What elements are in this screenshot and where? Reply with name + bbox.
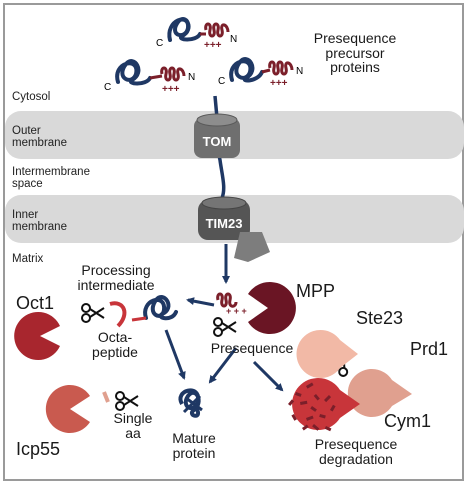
precursor-protein-2 [115, 59, 186, 86]
mature-protein [178, 388, 203, 418]
mpp-enzyme [248, 281, 296, 334]
presequence-degradation-label: Presequence degradation [314, 436, 398, 467]
prd1-label: Prd1 [410, 339, 449, 359]
single-aa-label: Single aa [113, 410, 153, 441]
c-terminus-label: C [104, 82, 111, 93]
icp55-enzyme [45, 385, 90, 434]
intermediate-protein [131, 295, 178, 322]
ste23-enzyme [296, 330, 358, 379]
ste23-label: Ste23 [356, 308, 404, 328]
processing-intermediate-label: Processing intermediate [77, 262, 155, 293]
precursor-protein-1 [167, 17, 230, 42]
n-terminus-label: N [296, 66, 303, 77]
arrow-to-degradation [252, 360, 284, 392]
c-terminus-label: C [156, 38, 163, 49]
inner-membrane-label: Inner membrane [12, 209, 67, 234]
octapeptide-label: Octa- peptide [92, 329, 138, 360]
tom-channel [194, 113, 240, 158]
figure-frame [3, 3, 464, 481]
intermembrane-space-label: Intermembrane space [12, 166, 90, 191]
charges-label: +++ [204, 40, 222, 51]
oct1-label: Oct1 [16, 293, 55, 313]
tim23-label: TIM23 [206, 216, 243, 231]
c-terminus-label: C [218, 76, 225, 87]
svg-text:+ + +: + + + [226, 306, 247, 316]
mature-protein-label: Mature protein [172, 430, 216, 461]
presequence-precursor-label: Presequence precursor proteins [313, 30, 397, 76]
outer-membrane-label: Outer membrane [12, 125, 67, 150]
n-terminus-label: N [188, 72, 195, 83]
icp55-label: Icp55 [16, 439, 61, 459]
presequence-label: Presequence [210, 340, 294, 356]
presequence-fragments [288, 382, 336, 432]
cytosol-label: Cytosol [12, 91, 51, 103]
arrow-to-mature-right [208, 347, 238, 384]
arrow-to-mature-left [164, 329, 186, 380]
octapeptide-fragment [109, 301, 127, 328]
mpp-label: MPP [296, 281, 336, 301]
tim23-channel [198, 196, 270, 262]
cym1-label: Cym1 [384, 411, 432, 431]
arrow-mpp-cleavage [186, 297, 215, 307]
prd1-enzyme [347, 369, 412, 417]
oct1-enzyme [14, 312, 61, 360]
single-amino-acid [102, 391, 110, 403]
matrix-label: Matrix [12, 253, 44, 265]
cleaved-presequence: + + + [216, 292, 247, 316]
charges-label: +++ [162, 84, 180, 95]
precursor-protein-3 [229, 57, 294, 83]
scissors-icon [213, 317, 237, 337]
n-terminus-label: N [230, 34, 237, 45]
scissors-icon [115, 391, 139, 411]
tom-label: TOM [203, 134, 232, 149]
scissors-icon [81, 303, 105, 323]
charges-label: +++ [270, 78, 288, 89]
